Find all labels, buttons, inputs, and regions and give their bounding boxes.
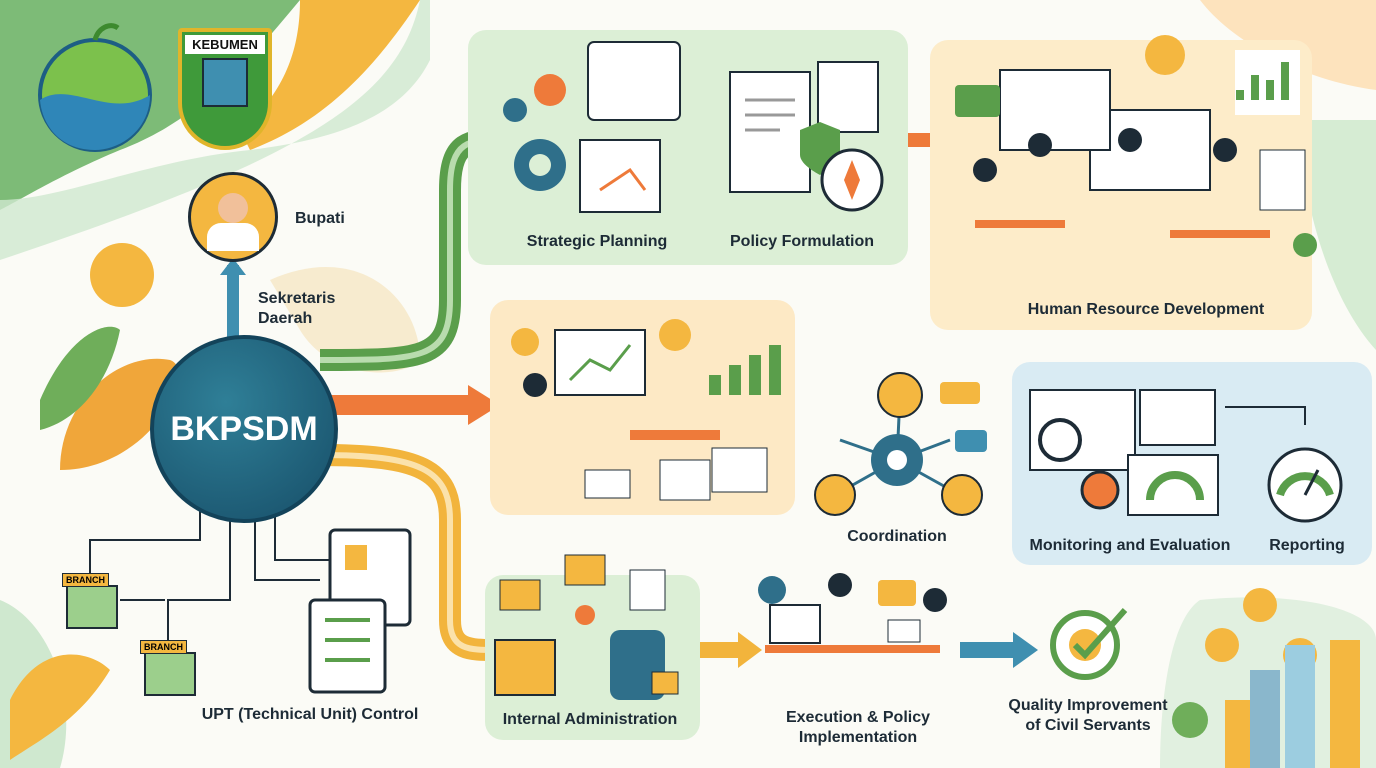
- roadmap-icon: [579, 41, 681, 213]
- quality-badge-icon: [1050, 608, 1128, 680]
- hr-development-label: Human Resource Development: [1027, 301, 1265, 318]
- city-smiley-scene: [1172, 588, 1360, 768]
- branch-office: BRANCH: [62, 573, 118, 629]
- reporting-label: Reporting: [1269, 537, 1345, 554]
- apple-water-logo: [38, 23, 152, 152]
- gauge-icon: [1267, 447, 1343, 523]
- execution-line1: Execution & Policy: [785, 709, 931, 726]
- hr-training-scene: [955, 35, 1317, 257]
- branch-office: BRANCH: [140, 640, 196, 696]
- policy-formulation-label: Policy Formulation: [729, 233, 875, 250]
- sekretaris-line2: Daerah: [258, 310, 313, 327]
- branch-label: BRANCH: [140, 640, 187, 654]
- coordination-network: [814, 372, 987, 516]
- monitoring-dashboard: [1029, 389, 1306, 516]
- monitoring-label: Monitoring and Evaluation: [1029, 537, 1231, 554]
- emblem-text: KEBUMEN: [185, 35, 265, 54]
- quality-label: Quality Improvement of Civil Servants: [1008, 696, 1167, 736]
- compass-icon: [820, 148, 884, 212]
- kebumen-emblem: KEBUMEN: [178, 28, 272, 150]
- branch-label: BRANCH: [62, 573, 109, 587]
- bupati-label: Bupati: [295, 210, 345, 227]
- folders-database-icon: [494, 554, 679, 700]
- presentation-scene: [511, 319, 781, 501]
- upt-control-label: UPT (Technical Unit) Control: [201, 706, 419, 723]
- gear-icon: [503, 74, 566, 191]
- execution-line2: Implementation: [798, 729, 918, 746]
- sekretaris-line1: Sekretaris: [258, 290, 336, 307]
- document-icon: [729, 61, 879, 193]
- coordination-label: Coordination: [847, 528, 947, 545]
- quality-line2: of Civil Servants: [1025, 717, 1151, 734]
- bupati-avatar: [188, 172, 278, 262]
- execution-scene: [758, 573, 947, 653]
- clipboard-icon: [308, 528, 412, 694]
- internal-admin-label: Internal Administration: [502, 711, 678, 728]
- quality-line1: Quality Improvement: [1008, 697, 1168, 714]
- bkpsdm-hub: BKPSDM: [150, 335, 338, 523]
- strategic-planning-label: Strategic Planning: [526, 233, 668, 250]
